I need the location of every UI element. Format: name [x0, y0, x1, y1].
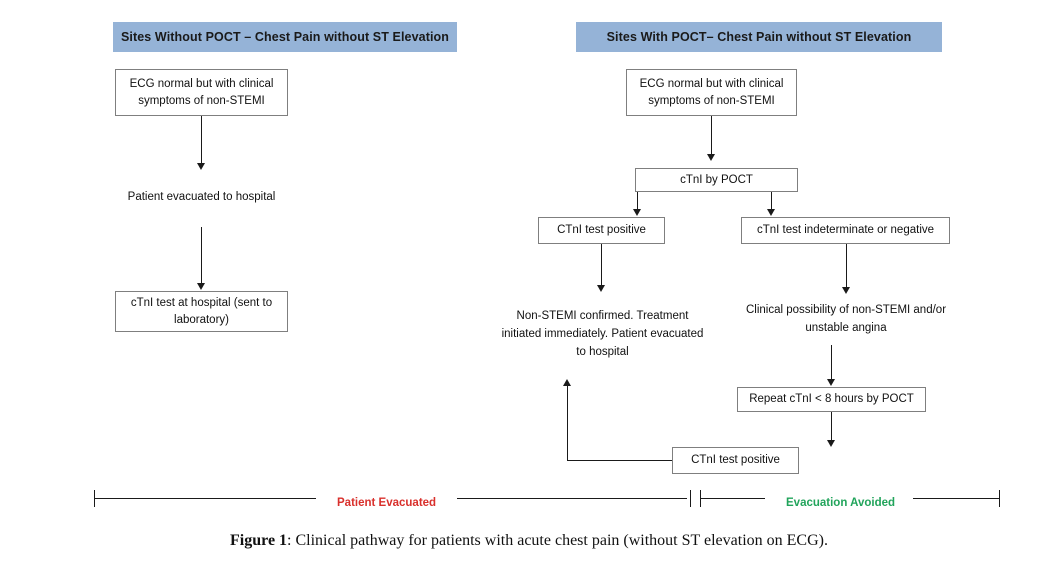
- arrowhead-feedback-up: [562, 379, 571, 386]
- arrowhead-right-3: [766, 209, 775, 216]
- connector-right-indeterminate-to-clinical: [846, 244, 847, 288]
- connector-feedback-horizontal: [567, 460, 672, 461]
- node-right-clinical-possibility: Clinical possibility of non-STEMI and/or…: [745, 304, 947, 334]
- arrowhead-left-1: [196, 163, 205, 170]
- node-left-patient-evacuated: Patient evacuated to hospital: [127, 191, 276, 204]
- connector-right-poct-to-positive: [637, 192, 638, 210]
- connector-right-clinical-to-repeat: [831, 345, 832, 380]
- node-left-ecg-normal: ECG normal but with clinical symptoms of…: [115, 69, 288, 116]
- arrowhead-right-6: [826, 379, 835, 386]
- axis-label-patient-evacuated: Patient Evacuated: [337, 497, 437, 509]
- axis-tick-divider-left: [690, 490, 691, 507]
- connector-feedback-vertical: [567, 386, 568, 461]
- connector-right-ecg-to-poct: [711, 116, 712, 155]
- axis-segment-left-a: [94, 498, 316, 499]
- axis-segment-right-b: [913, 498, 1000, 499]
- connector-right-poct-to-indeterminate: [771, 192, 772, 210]
- header-banner-without-poct: Sites Without POCT – Chest Pain without …: [113, 22, 457, 52]
- axis-tick-far-right: [999, 490, 1000, 507]
- connector-right-positive-to-confirmed: [601, 244, 602, 286]
- arrowhead-right-2: [632, 209, 641, 216]
- node-right-ctni-test-positive: CTnI test positive: [538, 217, 665, 244]
- node-right-ctni-test-indeterminate: cTnI test indeterminate or negative: [741, 217, 950, 244]
- node-right-repeat-ctni: Repeat cTnI < 8 hours by POCT: [737, 387, 926, 412]
- connector-right-repeat-to-positive2: [831, 412, 832, 441]
- axis-segment-right-a: [700, 498, 765, 499]
- node-right-ecg-normal: ECG normal but with clinical symptoms of…: [626, 69, 797, 116]
- axis-segment-left-b: [457, 498, 687, 499]
- figure-caption-text: : Clinical pathway for patients with acu…: [287, 532, 828, 549]
- arrowhead-left-2: [196, 283, 205, 290]
- figure-caption: Figure 1: Clinical pathway for patients …: [0, 532, 1058, 550]
- node-right-ctni-by-poct: cTnI by POCT: [635, 168, 798, 192]
- node-right-non-stemi-confirmed: Non-STEMI confirmed. Treatment initiated…: [501, 310, 704, 358]
- arrowhead-right-4: [596, 285, 605, 292]
- axis-label-evacuation-avoided: Evacuation Avoided: [786, 497, 896, 509]
- node-left-ctni-test-at-hospital: cTnI test at hospital (sent to laborator…: [115, 291, 288, 332]
- figure-caption-prefix: Figure 1: [230, 532, 288, 549]
- connector-left-ecg-to-evacuated: [201, 116, 202, 164]
- arrowhead-right-7: [826, 440, 835, 447]
- connector-left-evacuated-to-ctni: [201, 227, 202, 284]
- header-banner-with-poct: Sites With POCT– Chest Pain without ST E…: [576, 22, 942, 52]
- node-right-ctni-test-positive-2: CTnI test positive: [672, 447, 799, 474]
- arrowhead-right-1: [706, 154, 715, 161]
- arrowhead-right-5: [841, 287, 850, 294]
